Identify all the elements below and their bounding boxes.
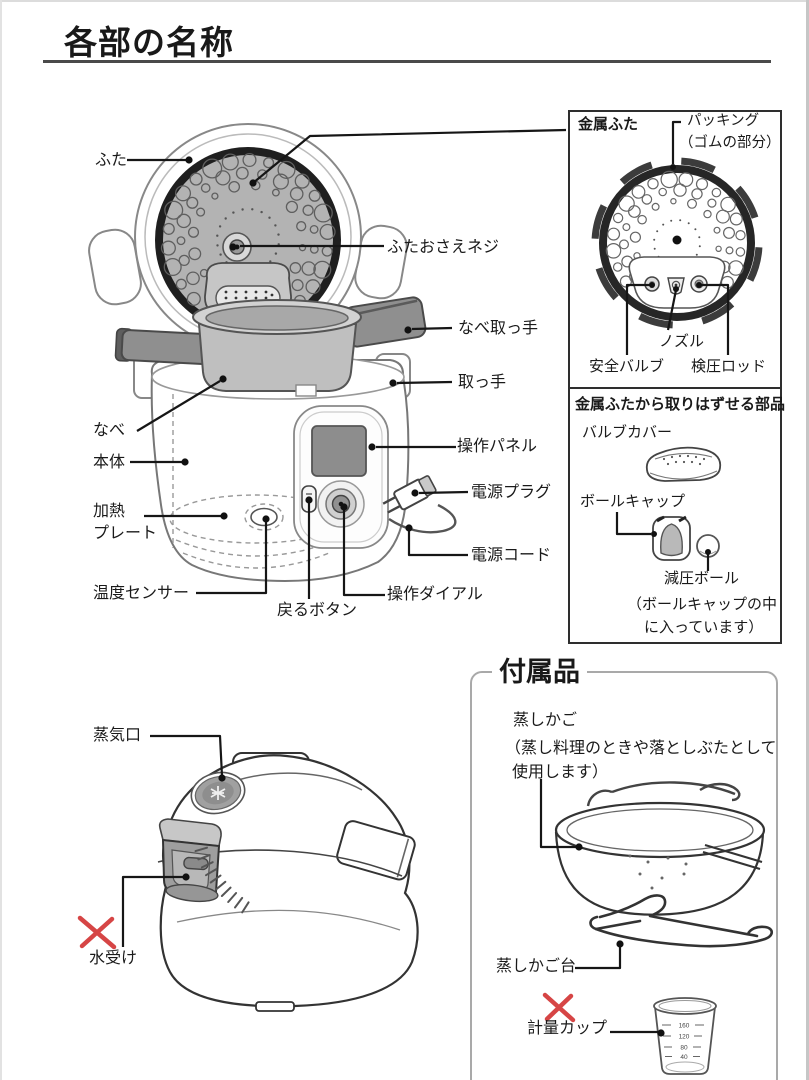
cup-mark: 120 [679, 1034, 690, 1041]
label-ball-note-line1: （ボールキャップの中 [627, 596, 778, 613]
cup-mark: 160 [679, 1023, 690, 1030]
lid-illustration [88, 123, 408, 351]
pot-illustration [114, 296, 427, 397]
cooker-back-view-illustration [157, 752, 419, 1012]
label-temp-sensor: 温度センサー [93, 585, 190, 602]
label-power-cord: 電源コード [471, 547, 552, 564]
page-edge-right [806, 0, 809, 1080]
label-pressure-rod: 検圧ロッド [691, 358, 767, 375]
title-underline [43, 60, 771, 63]
label-lid-screw: ふたおさえネジ [387, 239, 500, 256]
x-mark-icon [77, 915, 117, 950]
label-valve-cover: バルブカバー [582, 424, 673, 441]
metal-lid-detail-illustration [591, 157, 763, 329]
label-heating-plate-line2: プレート [93, 525, 158, 542]
label-steam-basket-note1: （蒸し料理のときや落としぶたとして [505, 740, 777, 757]
label-power-plug: 電源プラグ [471, 484, 552, 501]
label-ball-cap: ボールキャップ [580, 493, 686, 510]
label-basket-stand: 蒸しかご台 [496, 958, 577, 975]
label-steam-basket-note2: 使用します） [512, 764, 609, 781]
label-steam-basket: 蒸しかご [513, 712, 578, 729]
label-metal-lid: 金属ふた [578, 116, 639, 133]
label-water-receiver: 水受け [89, 950, 138, 967]
page-edge-top [0, 0, 809, 2]
cup-mark: 40 [680, 1054, 688, 1061]
power-plug-illustration [382, 475, 457, 534]
label-pot: なべ [93, 422, 126, 439]
label-back-button: 戻るボタン [277, 602, 358, 619]
label-safety-valve: 安全バルブ [589, 358, 665, 375]
leader-lines [121, 120, 730, 1037]
label-heating-plate-line1: 加熱 [93, 503, 126, 520]
page-title: 各部の名称 [64, 24, 234, 61]
metal-lid-detail-box [568, 110, 782, 644]
label-pressure-ball: 減圧ボール [664, 570, 740, 587]
label-packing-line1: パッキング [687, 113, 760, 129]
steam-vent-icon [210, 786, 226, 800]
steam-basket-illustration [554, 781, 766, 916]
label-lid: ふた [95, 152, 128, 169]
label-steam-vent: 蒸気口 [93, 727, 142, 744]
display-screen [311, 425, 367, 477]
cup-mark: 80 [680, 1045, 688, 1052]
label-removable-parts-header: 金属ふたから取りはずせる部品 [575, 396, 786, 413]
label-nozzle: ノズル [659, 333, 705, 350]
page-edge-left [0, 0, 2, 1080]
control-panel-illustration [293, 405, 389, 549]
removable-parts-illustration [645, 446, 722, 561]
label-body: 本体 [93, 454, 126, 471]
x-mark-icon [542, 992, 576, 1023]
accessories-box [470, 671, 778, 1080]
label-measuring-cup: 計量カップ [527, 1020, 608, 1037]
label-packing-line2: （ゴムの部分） [679, 135, 781, 151]
basket-stand-illustration [589, 894, 774, 948]
accessories-box-title: 付属品 [492, 650, 587, 689]
metal-lid-box-divider [568, 387, 782, 389]
measuring-cup-illustration: 160 120 80 40 [653, 997, 717, 1075]
label-handle: 取っ手 [458, 374, 507, 391]
label-pot-handle: なべ取っ手 [458, 320, 539, 337]
label-ball-note-line2: に入っています） [644, 619, 764, 636]
label-control-panel: 操作パネル [457, 438, 538, 455]
label-dial: 操作ダイアル [387, 586, 483, 603]
